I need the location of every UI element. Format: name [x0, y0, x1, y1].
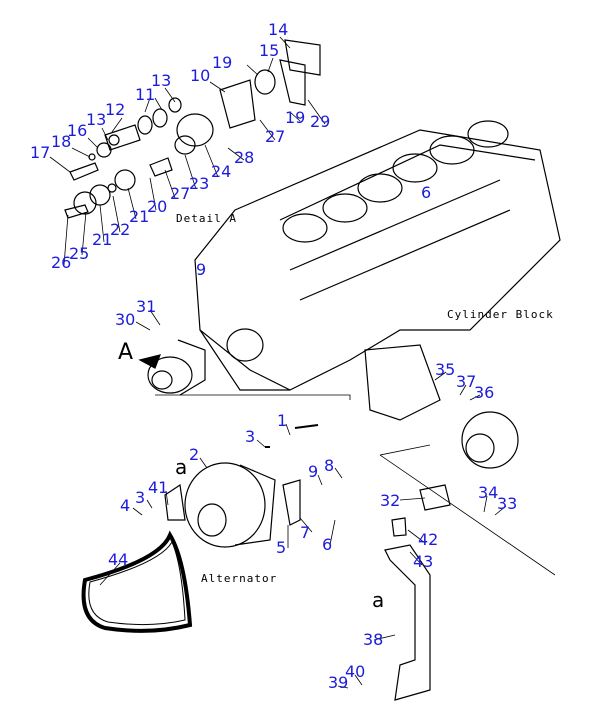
ref-marker-a: a	[175, 455, 188, 479]
part-label-13: 13	[151, 71, 172, 90]
part-label-19: 19	[212, 53, 233, 72]
part-label-32: 32	[380, 491, 401, 510]
ref-marker-a: a	[372, 588, 385, 612]
part-label-43: 43	[413, 552, 434, 571]
part-label-33: 33	[497, 494, 518, 513]
part-label-8: 8	[324, 456, 335, 475]
part-label-3: 3	[135, 488, 146, 507]
part-label-15: 15	[259, 41, 280, 60]
part-label-17: 17	[30, 143, 51, 162]
part-label-29: 29	[310, 112, 331, 131]
part-label-27: 27	[170, 184, 191, 203]
part-label-28: 28	[234, 148, 255, 167]
caption-detail-a: Detail A	[176, 212, 237, 225]
part-label-26: 26	[51, 253, 72, 272]
part-label-21: 21	[129, 207, 150, 226]
cylinder-block	[194, 120, 561, 391]
part-label-13: 13	[86, 110, 107, 129]
caption-cylinder-block: Cylinder Block	[447, 308, 554, 321]
part-label-5: 5	[276, 538, 287, 557]
part-label-1: 1	[277, 411, 288, 430]
part-label-20: 20	[147, 197, 168, 216]
part-label-35: 35	[435, 360, 456, 379]
part-label-10: 10	[190, 66, 211, 85]
part-label-16: 16	[67, 121, 88, 140]
part-label-27: 27	[265, 127, 286, 146]
part-label-42: 42	[418, 530, 439, 549]
part-label-18: 18	[51, 132, 72, 151]
part-label-44: 44	[108, 550, 129, 569]
part-label-7: 7	[300, 523, 311, 542]
part-label-36: 36	[474, 383, 495, 402]
part-label-38: 38	[363, 630, 384, 649]
compressor	[461, 411, 519, 469]
part-label-4: 4	[120, 496, 131, 515]
part-label-9: 9	[196, 260, 207, 279]
part-label-12: 12	[105, 100, 126, 119]
part-label-30: 30	[115, 310, 136, 329]
part-label-40: 40	[345, 662, 366, 681]
part-label-39: 39	[328, 673, 349, 692]
part-label-25: 25	[69, 244, 90, 263]
part-label-6: 6	[322, 535, 333, 554]
part-label-22: 22	[110, 220, 131, 239]
part-label-21: 21	[92, 230, 113, 249]
alternator	[184, 462, 276, 548]
view-marker-a: A	[118, 340, 134, 365]
part-label-23: 23	[189, 174, 210, 193]
part-label-41: 41	[148, 478, 169, 497]
part-label-6: 6	[421, 183, 432, 202]
part-label-9: 9	[308, 462, 319, 481]
v-belt	[81, 530, 193, 633]
caption-alternator: Alternator	[201, 572, 278, 585]
part-label-3: 3	[245, 427, 256, 446]
part-label-11: 11	[135, 85, 156, 104]
part-label-14: 14	[268, 20, 289, 39]
part-label-37: 37	[456, 372, 477, 391]
part-label-31: 31	[136, 297, 157, 316]
bracket	[364, 344, 441, 421]
part-label-24: 24	[211, 162, 232, 181]
part-label-19: 19	[285, 108, 306, 127]
part-label-2: 2	[189, 445, 200, 464]
part-label-34: 34	[478, 483, 499, 502]
